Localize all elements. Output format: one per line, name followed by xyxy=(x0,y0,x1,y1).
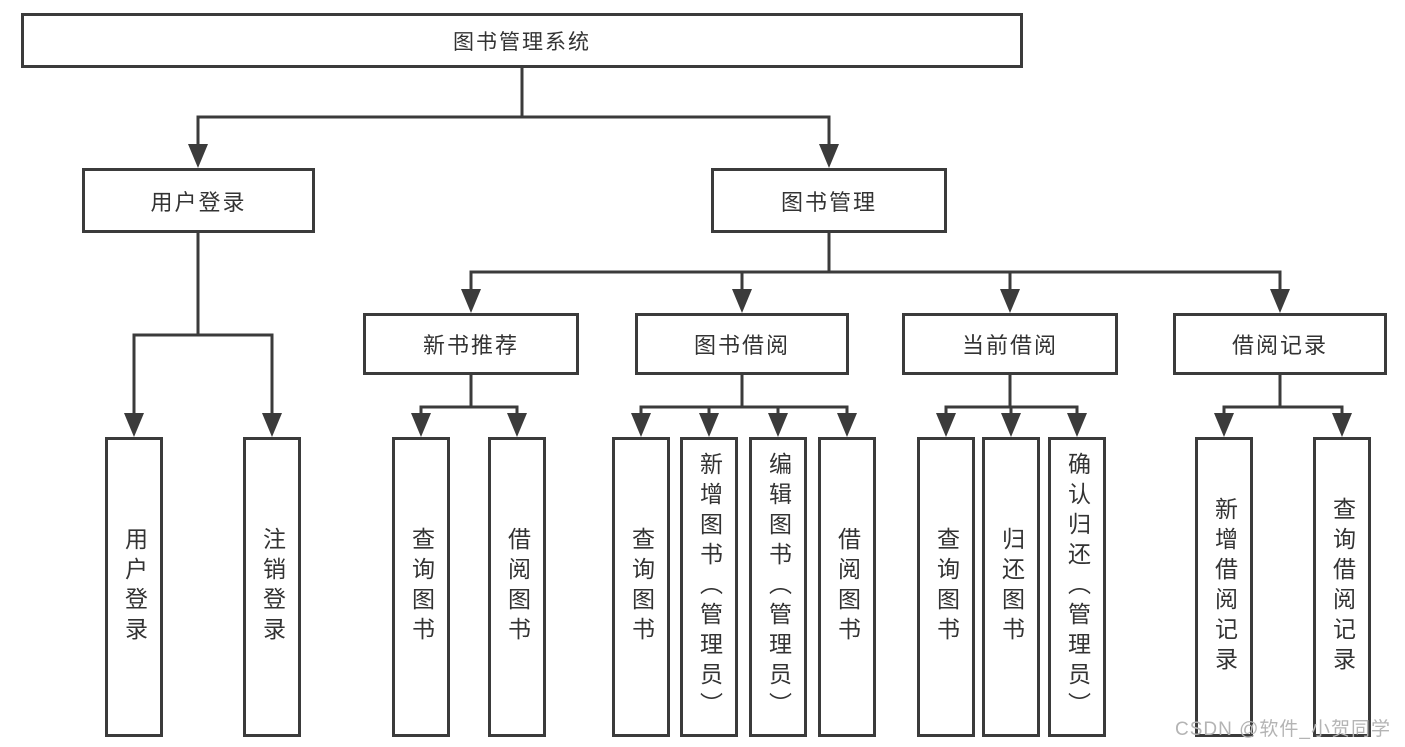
arrowhead xyxy=(837,413,857,437)
node-current-borrowing: 当前借阅 xyxy=(902,313,1118,375)
leaf-logout: 注销登录 xyxy=(243,437,301,737)
arrowhead xyxy=(1214,413,1234,437)
leaf-cb-return-books: 归还图书 xyxy=(982,437,1040,737)
node-root-library-management-system: 图书管理系统 xyxy=(21,13,1023,68)
arrowhead xyxy=(1270,289,1290,313)
arrowhead xyxy=(1000,289,1020,313)
leaf-bb-add-books-admin: 新增图书（管理员） xyxy=(680,437,738,737)
leaf-nbr-query-books: 查询图书 xyxy=(392,437,450,737)
arrowhead xyxy=(262,413,282,437)
arrowhead xyxy=(1001,413,1021,437)
leaf-br-query-borrow-record: 查询借阅记录 xyxy=(1313,437,1371,737)
leaf-br-add-borrow-record: 新增借阅记录 xyxy=(1195,437,1253,737)
arrowhead xyxy=(507,413,527,437)
arrowhead xyxy=(732,289,752,313)
leaf-nbr-borrow-books: 借阅图书 xyxy=(488,437,546,737)
leaf-user-login: 用户登录 xyxy=(105,437,163,737)
arrowhead xyxy=(768,413,788,437)
arrowhead xyxy=(1332,413,1352,437)
arrowhead xyxy=(936,413,956,437)
leaf-bb-borrow-books: 借阅图书 xyxy=(818,437,876,737)
arrowhead xyxy=(188,144,208,168)
node-user-login: 用户登录 xyxy=(82,168,315,233)
arrowhead xyxy=(699,413,719,437)
node-book-management: 图书管理 xyxy=(711,168,947,233)
arrowhead xyxy=(631,413,651,437)
arrowhead xyxy=(1067,413,1087,437)
node-new-book-recommendation: 新书推荐 xyxy=(363,313,579,375)
leaf-cb-confirm-return-admin: 确认归还（管理员） xyxy=(1048,437,1106,737)
arrowhead xyxy=(819,144,839,168)
leaf-bb-query-books: 查询图书 xyxy=(612,437,670,737)
leaf-cb-query-books: 查询图书 xyxy=(917,437,975,737)
node-borrowing-records: 借阅记录 xyxy=(1173,313,1387,375)
arrowhead xyxy=(411,413,431,437)
arrowhead xyxy=(124,413,144,437)
node-book-borrowing: 图书借阅 xyxy=(635,313,849,375)
csdn-watermark: CSDN @软件_小贺同学 xyxy=(1175,719,1391,740)
arrowhead xyxy=(461,289,481,313)
leaf-bb-edit-books-admin: 编辑图书（管理员） xyxy=(749,437,807,737)
